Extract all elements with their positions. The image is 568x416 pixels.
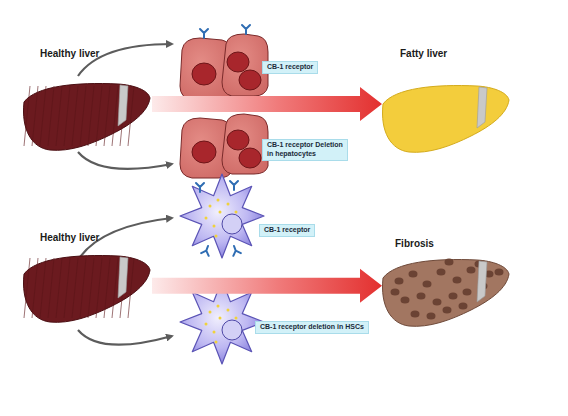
fibrosis-nodule xyxy=(437,269,446,276)
liver-texture xyxy=(80,86,86,146)
liver-texture xyxy=(24,258,30,318)
hepatocyte-pair xyxy=(180,114,268,178)
liver-shape xyxy=(20,252,152,326)
liver-texture xyxy=(112,86,118,146)
fibrosis-nodule xyxy=(463,289,472,296)
branch-arrow xyxy=(78,152,172,169)
liver-texture xyxy=(104,258,110,318)
receptor-label-box: CB-1 receptor Deletion in hepatocytes xyxy=(262,139,348,161)
liver-texture xyxy=(24,86,30,146)
label-text: CB-1 receptor Deletion in hepatocytes xyxy=(267,141,343,159)
stellate-cell xyxy=(180,280,264,364)
receptor-label-box: CB-1 receptor xyxy=(262,61,318,74)
fibrosis-nodule xyxy=(409,271,418,278)
liver-texture xyxy=(72,258,78,318)
label-text: CB-1 receptor xyxy=(267,63,313,72)
liver-outline xyxy=(383,260,509,327)
liver-texture xyxy=(56,258,62,318)
liver-texture xyxy=(64,86,70,146)
liver-texture xyxy=(64,258,70,318)
fibrosis-nodule xyxy=(445,259,454,266)
fibrosis-nodule xyxy=(443,307,452,314)
arrow-body xyxy=(152,87,382,121)
liver-outline xyxy=(383,86,509,153)
liver-texture xyxy=(40,86,46,146)
liver-texture xyxy=(48,258,54,318)
falciform-ligament xyxy=(477,261,487,302)
fibrosis-nodule xyxy=(453,277,462,284)
liver-texture xyxy=(40,258,46,318)
fibrosis-nodule xyxy=(411,311,420,318)
liver-node: Fibrosis xyxy=(382,238,507,333)
liver-node: Fatty liver xyxy=(382,48,507,156)
liver-heading: Fibrosis xyxy=(395,238,434,249)
fibrosis-nodule xyxy=(459,303,468,310)
fibrosis-nodule xyxy=(391,289,400,296)
liver-texture xyxy=(96,258,102,318)
fibrosis-nodule xyxy=(433,299,442,306)
fibrosis-nodule xyxy=(495,269,504,276)
liver-texture xyxy=(96,86,102,146)
liver-texture xyxy=(48,86,54,146)
liver-texture xyxy=(88,86,94,146)
fibrosis-nodule xyxy=(401,297,410,304)
liver-texture xyxy=(128,86,134,146)
fibrosis-nodule xyxy=(423,281,432,288)
liver-heading: Healthy liver xyxy=(40,232,99,243)
liver-texture xyxy=(128,258,134,318)
stellate-cell xyxy=(180,174,264,258)
receptor-label-box: CB-1 receptor xyxy=(259,224,315,237)
liver-texture xyxy=(104,86,110,146)
liver-heading: Fatty liver xyxy=(400,48,447,59)
liver-heading: Healthy liver xyxy=(40,48,99,59)
receptor-label-box: CB-1 receptor deletion in HSCs xyxy=(255,321,369,334)
liver-shape xyxy=(379,82,511,156)
branch-arrow xyxy=(78,330,172,345)
liver-texture xyxy=(88,258,94,318)
liver-texture xyxy=(32,258,38,318)
fibrosis-nodule xyxy=(449,293,458,300)
liver-node: Healthy liver xyxy=(15,232,152,332)
fibrosis-nodule xyxy=(395,278,404,285)
progression-arrow xyxy=(152,269,382,303)
liver-texture xyxy=(80,258,86,318)
liver-texture xyxy=(112,258,118,318)
fibrosis-nodule xyxy=(427,313,436,320)
liver-outline xyxy=(24,84,150,151)
fibrosis-nodule xyxy=(467,267,476,274)
falciform-ligament xyxy=(118,257,128,298)
label-text: CB-1 receptor xyxy=(264,226,310,235)
liver-node: Healthy liver xyxy=(15,48,152,156)
liver-texture xyxy=(32,86,38,146)
fibrosis-nodule xyxy=(417,293,426,300)
falciform-ligament xyxy=(477,87,487,128)
liver-shape xyxy=(379,256,511,330)
falciform-ligament xyxy=(118,85,128,126)
liver-texture xyxy=(56,86,62,146)
progression-arrow xyxy=(152,87,382,121)
liver-outline xyxy=(24,256,150,323)
liver-texture xyxy=(72,86,78,146)
arrow-body xyxy=(152,269,382,303)
label-text: CB-1 receptor deletion in HSCs xyxy=(260,323,364,332)
liver-shape xyxy=(20,80,152,154)
